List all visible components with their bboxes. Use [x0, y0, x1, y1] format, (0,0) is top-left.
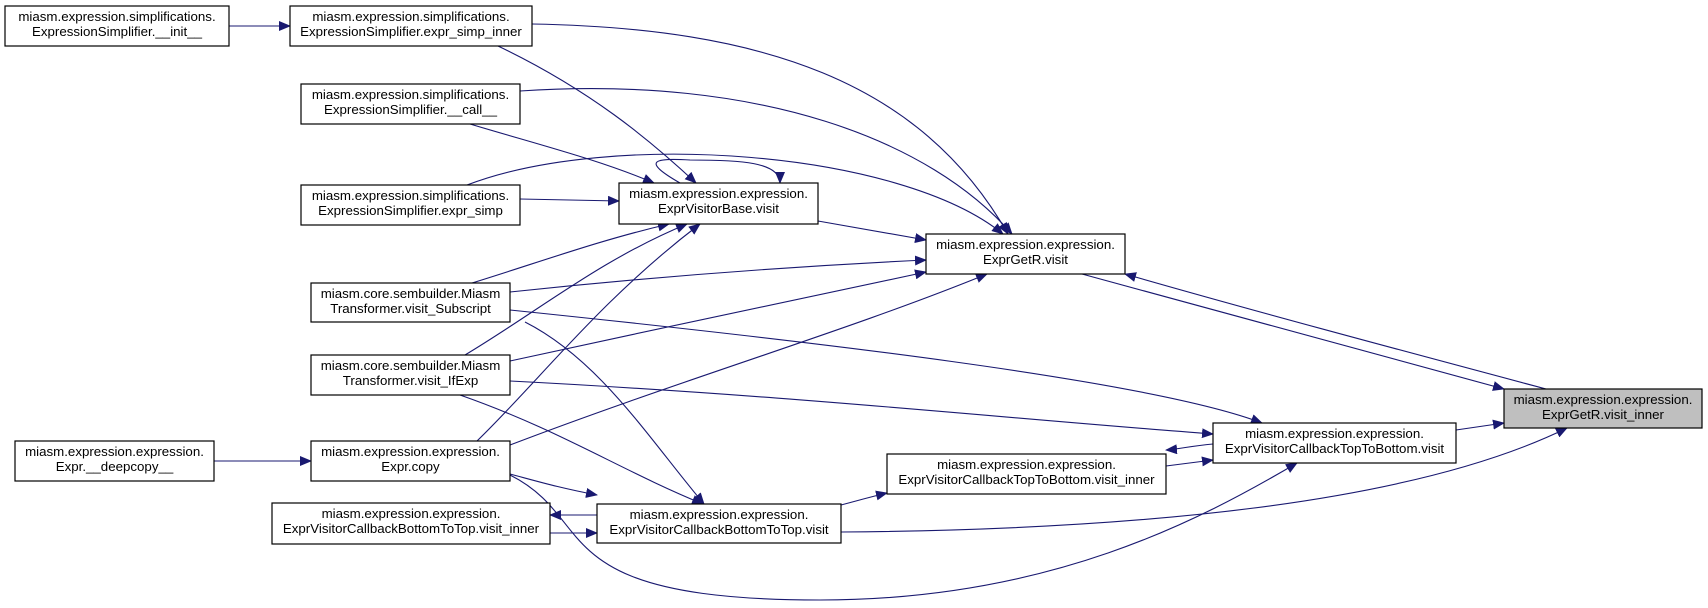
graph-node-simp-init[interactable]: miasm.expression.simplifications.Express… — [4, 5, 230, 47]
node-label-line: miasm.expression.simplifications. — [312, 87, 509, 102]
call-edge-from-simp-simp — [466, 153, 1004, 235]
edges-layer — [214, 21, 1568, 601]
node-label-line: miasm.expression.expression. — [936, 237, 1115, 252]
node-label-line: ExprVisitorBase.visit — [658, 201, 779, 216]
call-edge-from-copy — [476, 223, 701, 442]
node-label-line: miasm.core.sembuilder.Miasm — [321, 358, 501, 373]
call-edge-from-copy — [509, 273, 988, 446]
call-edge-from-subscript — [509, 255, 927, 293]
call-edge-from-btt-visit — [840, 427, 1568, 533]
graph-node-ttb-inner[interactable]: miasm.expression.expression.ExprVisitorC… — [886, 453, 1167, 495]
node-box — [925, 233, 1126, 275]
node-label-line: miasm.expression.expression. — [321, 444, 500, 459]
call-edge-from-copy — [509, 462, 1298, 601]
call-edge-from-simp-simp — [519, 195, 620, 206]
call-edge-from-copy — [509, 473, 598, 498]
nodes-layer: miasm.expression.simplifications.Express… — [4, 5, 1703, 545]
node-label-line: miasm.expression.expression. — [629, 186, 808, 201]
node-box — [618, 182, 819, 225]
call-edge-from-simp-inner — [531, 23, 1009, 235]
node-label-line: ExpressionSimplifier.__init__ — [32, 24, 203, 39]
node-box — [300, 83, 521, 125]
graph-node-getr-visit[interactable]: miasm.expression.expression.ExprGetR.vis… — [925, 233, 1126, 275]
call-edge-from-subscript — [524, 321, 705, 505]
graph-node-simp-inner[interactable]: miasm.expression.simplifications.Express… — [289, 5, 533, 47]
node-label-line: miasm.expression.expression. — [1514, 392, 1693, 407]
call-edge-from-ttb-inner — [1165, 456, 1214, 467]
node-label-line: ExpressionSimplifier.__call__ — [324, 102, 498, 117]
node-box — [271, 502, 551, 545]
node-box — [1212, 422, 1457, 464]
graph-node-subscript[interactable]: miasm.core.sembuilder.MiasmTransformer.v… — [310, 282, 511, 323]
node-box — [596, 503, 842, 544]
node-label-line: miasm.expression.simplifications. — [312, 188, 509, 203]
graph-node-btt-visit[interactable]: miasm.expression.expression.ExprVisitorC… — [596, 503, 842, 544]
node-box — [310, 354, 511, 396]
node-label-line: miasm.expression.simplifications. — [18, 9, 215, 24]
call-edge-from-visitor-base — [655, 158, 785, 184]
graph-node-ttb-visit[interactable]: miasm.expression.expression.ExprVisitorC… — [1212, 422, 1457, 464]
call-edge-from-getr-visit — [1081, 273, 1505, 391]
node-label-line: Expr.copy — [381, 459, 440, 474]
node-label-line: miasm.core.sembuilder.Miasm — [321, 286, 501, 301]
graph-node-btt-inner[interactable]: miasm.expression.expression.ExprVisitorC… — [271, 502, 551, 545]
node-label-line: miasm.expression.expression. — [322, 506, 501, 521]
node-label-line: ExpressionSimplifier.expr_simp — [318, 203, 503, 218]
call-edge-from-ttb-visit — [1455, 419, 1505, 431]
graph-node-ifexp[interactable]: miasm.core.sembuilder.MiasmTransformer.v… — [310, 354, 511, 396]
node-label-line: Transformer.visit_Subscript — [330, 301, 491, 316]
call-edge-from-ttb-inner — [840, 490, 888, 506]
node-label-line: miasm.expression.expression. — [630, 507, 809, 522]
node-box — [300, 184, 521, 226]
node-box — [289, 5, 533, 47]
node-label-line: ExpressionSimplifier.expr_simp_inner — [300, 24, 522, 39]
node-label-line: ExprVisitorCallbackBottomToTop.visit — [609, 522, 829, 537]
graph-node-copy[interactable]: miasm.expression.expression.Expr.copy — [310, 440, 511, 482]
call-edge-from-subscript — [471, 221, 670, 284]
node-box — [4, 5, 230, 47]
node-label-line: miasm.expression.expression. — [25, 444, 204, 459]
node-label-line: miasm.expression.expression. — [1245, 426, 1424, 441]
node-label-line: ExprVisitorCallbackTopToBottom.visit_inn… — [898, 472, 1155, 487]
call-edge-from-simp-call — [519, 88, 1013, 235]
graph-node-simp-call[interactable]: miasm.expression.simplifications.Express… — [300, 83, 521, 125]
node-box — [14, 440, 215, 482]
node-label-line: Transformer.visit_IfExp — [343, 373, 478, 388]
node-label-line: ExprVisitorCallbackTopToBottom.visit — [1225, 441, 1445, 456]
call-edge-from-ifexp — [509, 269, 927, 362]
node-label-line: miasm.expression.expression. — [937, 457, 1116, 472]
call-edge-from-ifexp — [464, 223, 688, 356]
call-edge-from-simp-call — [469, 123, 655, 184]
graph-node-visitor-base[interactable]: miasm.expression.expression.ExprVisitorB… — [618, 182, 819, 225]
call-edge-from-visitor-base — [817, 220, 927, 244]
graph-node-deepcopy[interactable]: miasm.expression.expression.Expr.__deepc… — [14, 440, 215, 482]
graph-node-getr-inner[interactable]: miasm.expression.expression.ExprGetR.vis… — [1503, 388, 1703, 429]
call-edge-from-simp-inner — [497, 45, 697, 184]
node-label-line: miasm.expression.simplifications. — [312, 9, 509, 24]
call-edge-from-getr-inner — [1124, 272, 1547, 390]
node-label-line: ExprGetR.visit — [983, 252, 1068, 267]
node-label-line: Expr.__deepcopy__ — [56, 459, 174, 474]
node-box — [1503, 388, 1703, 429]
node-box — [310, 282, 511, 323]
call-edge-from-ifexp — [509, 380, 1214, 439]
node-label-line: ExprGetR.visit_inner — [1542, 407, 1665, 422]
call-edge-from-ifexp — [459, 394, 704, 505]
node-label-line: ExprVisitorCallbackBottomToTop.visit_inn… — [283, 521, 540, 536]
node-box — [886, 453, 1167, 495]
graph-node-simp-simp[interactable]: miasm.expression.simplifications.Express… — [300, 184, 521, 226]
node-box — [310, 440, 511, 482]
call-edge-from-subscript — [509, 309, 1263, 424]
call-edge-from-ttb-visit — [1165, 443, 1214, 455]
